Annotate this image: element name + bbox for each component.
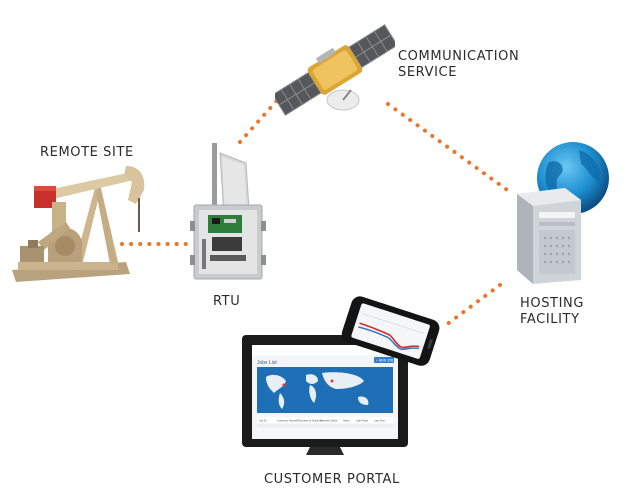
connector-rtu-satellite [238, 95, 282, 144]
connector-satellite-hosting [386, 102, 512, 194]
connector-hosting-portal [444, 283, 502, 327]
hosting-facility-label-line1: HOSTING [520, 296, 585, 311]
rtu-enclosure-icon [190, 143, 270, 285]
portal-col-last-sent: Last Sent [374, 419, 385, 423]
communication-service-label-line1: COMMUNICATION [398, 49, 520, 64]
server-globe-icon [505, 142, 615, 284]
communication-service-label: COMMUNICATION SERVICE [398, 49, 519, 81]
customer-portal-label: CUSTOMER PORTAL [264, 472, 400, 487]
portal-col-customer: Customer Name/ID [277, 419, 299, 423]
portal-col-systems: Number of Systems [299, 419, 322, 423]
portal-col-job-id: Job ID [259, 419, 267, 423]
hosting-facility-label-line2: FACILITY [520, 312, 580, 327]
portal-screen-button: + NEW JOB [376, 359, 393, 363]
monitor-phone-icon: Jobs List + NEW JOB Job ID Customer Name… [240, 293, 445, 458]
portal-col-alarm: Alarm [343, 419, 350, 423]
portal-screen-title: Jobs List [257, 360, 277, 366]
hosting-facility-label: HOSTING FACILITY [520, 296, 584, 328]
communication-service-label-line2: SERVICE [398, 65, 458, 80]
pumpjack-icon [8, 162, 158, 294]
rtu-label: RTU [213, 294, 241, 309]
portal-col-last-read: Last Read [356, 419, 368, 423]
satellite-icon [275, 20, 395, 120]
remote-site-label: REMOTE SITE [40, 145, 134, 160]
portal-col-network: Network Status [320, 419, 338, 423]
